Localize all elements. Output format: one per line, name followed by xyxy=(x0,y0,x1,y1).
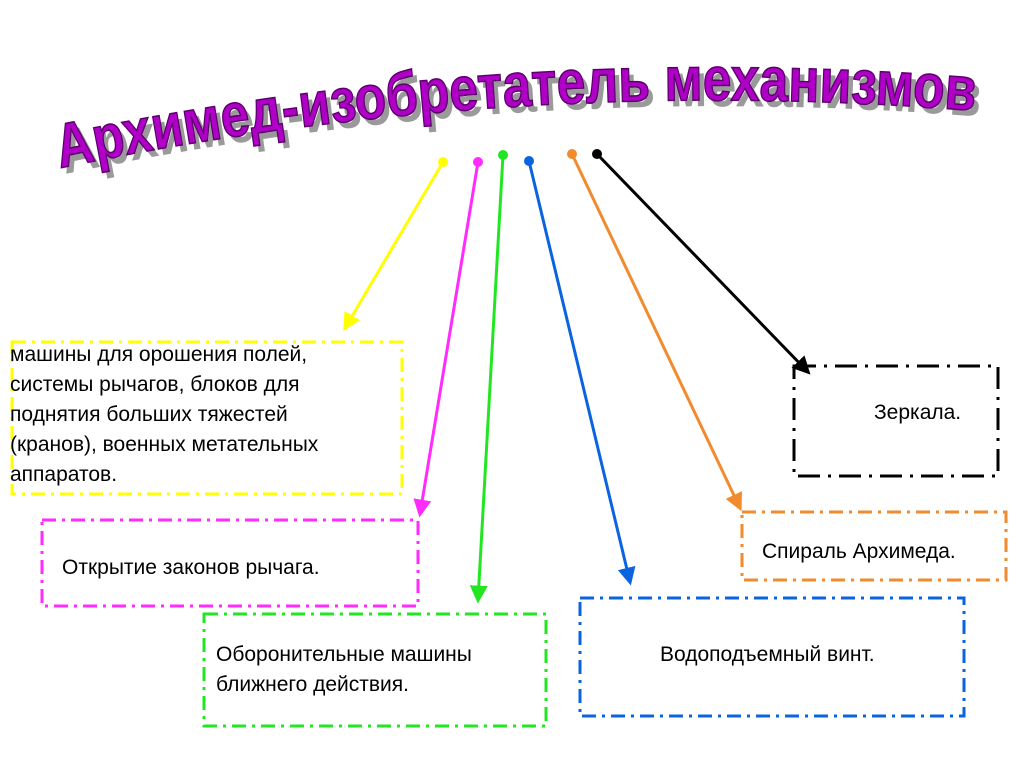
defense-box xyxy=(202,612,548,728)
lever-line: Открытие законов рычага. xyxy=(62,556,320,579)
orange-dot xyxy=(567,149,577,159)
title-graphic: Архимед-изобретатель механизмов Архимед-… xyxy=(48,44,984,187)
mirrors-line: Зеркала. xyxy=(874,401,962,424)
mirrors-box xyxy=(792,364,1000,478)
green-connector xyxy=(469,154,505,604)
black-dot xyxy=(592,149,602,159)
spiral-text: Спираль Архимеда. xyxy=(762,537,956,567)
machines-line: системы рычагов, блоков для xyxy=(10,373,300,396)
blue-dot xyxy=(524,156,534,166)
screw-text: Водоподъемный винт. xyxy=(660,640,875,670)
orange-connector xyxy=(570,153,742,512)
mirrors-text: Зеркала. xyxy=(874,398,961,428)
spiral-line: Спираль Архимеда. xyxy=(762,540,956,563)
machines-text: машины для орошения полей, системы рычаг… xyxy=(10,340,402,490)
machines-line: машины для орошения полей, xyxy=(10,343,308,366)
machines-box xyxy=(10,340,404,496)
lever-text: Открытие законов рычага. xyxy=(62,553,320,583)
defense-line: ближнего действия. xyxy=(216,673,409,696)
magenta-dot xyxy=(473,157,483,167)
spiral-box xyxy=(740,510,1008,582)
lever-box xyxy=(40,518,420,608)
machines-line: аппаратов. xyxy=(10,463,118,486)
green-dot xyxy=(498,150,508,160)
magenta-connector xyxy=(413,161,480,518)
yellow-connector xyxy=(343,161,445,332)
blue-connector xyxy=(527,160,636,586)
defense-line: Оборонительные машины xyxy=(216,643,472,666)
screw-box xyxy=(578,596,966,718)
defense-text: Оборонительные машины ближнего действия. xyxy=(216,640,472,700)
black-connector xyxy=(595,152,811,375)
screw-line: Водоподъемный винт. xyxy=(660,643,875,666)
machines-line: поднятия больших тяжестей xyxy=(10,403,288,426)
machines-line: (кранов), военных метательных xyxy=(10,433,319,456)
yellow-dot xyxy=(438,157,448,167)
